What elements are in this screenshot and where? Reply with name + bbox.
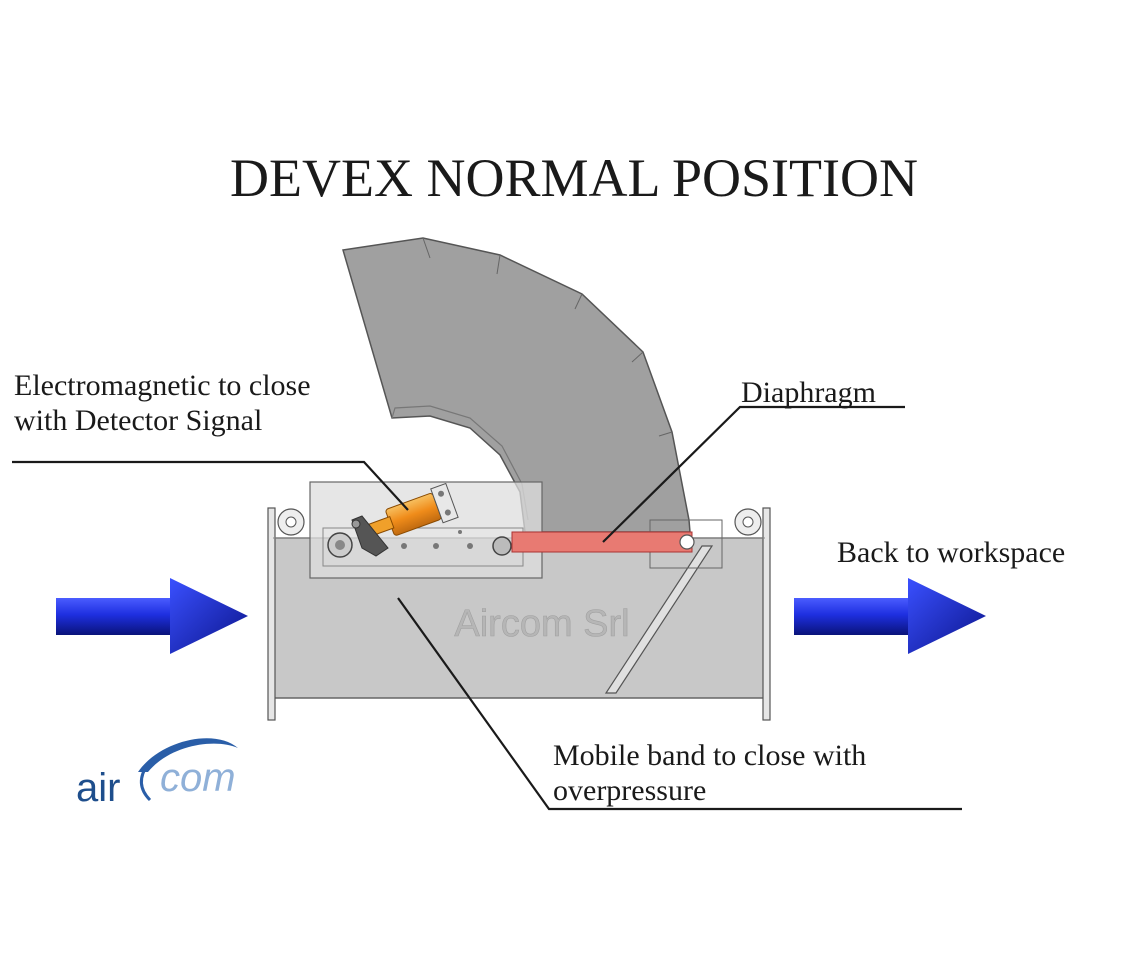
label-back-to-workspace: Back to workspace [837, 536, 1065, 569]
logo-text-com: com [160, 756, 236, 800]
leader-electromagnetic [12, 460, 409, 511]
leader-diaphragm [602, 405, 905, 543]
diagram-title: DEVEX NORMAL POSITION [230, 148, 918, 208]
aircom-logo: air com [76, 738, 238, 810]
electromagnetic-actuator [327, 482, 459, 558]
leader-mobile-band [397, 597, 962, 811]
label-electromagnetic-line2: with Detector Signal [14, 404, 262, 437]
label-mobile-band-line2: overpressure [553, 774, 706, 807]
logo-text-air: air [76, 766, 120, 810]
outlet-arrow [794, 578, 986, 654]
leader-lines [12, 405, 962, 811]
diaphragm-bar [511, 531, 695, 553]
inlet-arrow [56, 578, 248, 654]
watermark: Aircom Srl [454, 603, 629, 645]
label-mobile-band-line1: Mobile band to close with [553, 739, 866, 772]
label-electromagnetic-line1: Electromagnetic to close [14, 369, 311, 402]
label-diaphragm: Diaphragm [741, 376, 876, 409]
